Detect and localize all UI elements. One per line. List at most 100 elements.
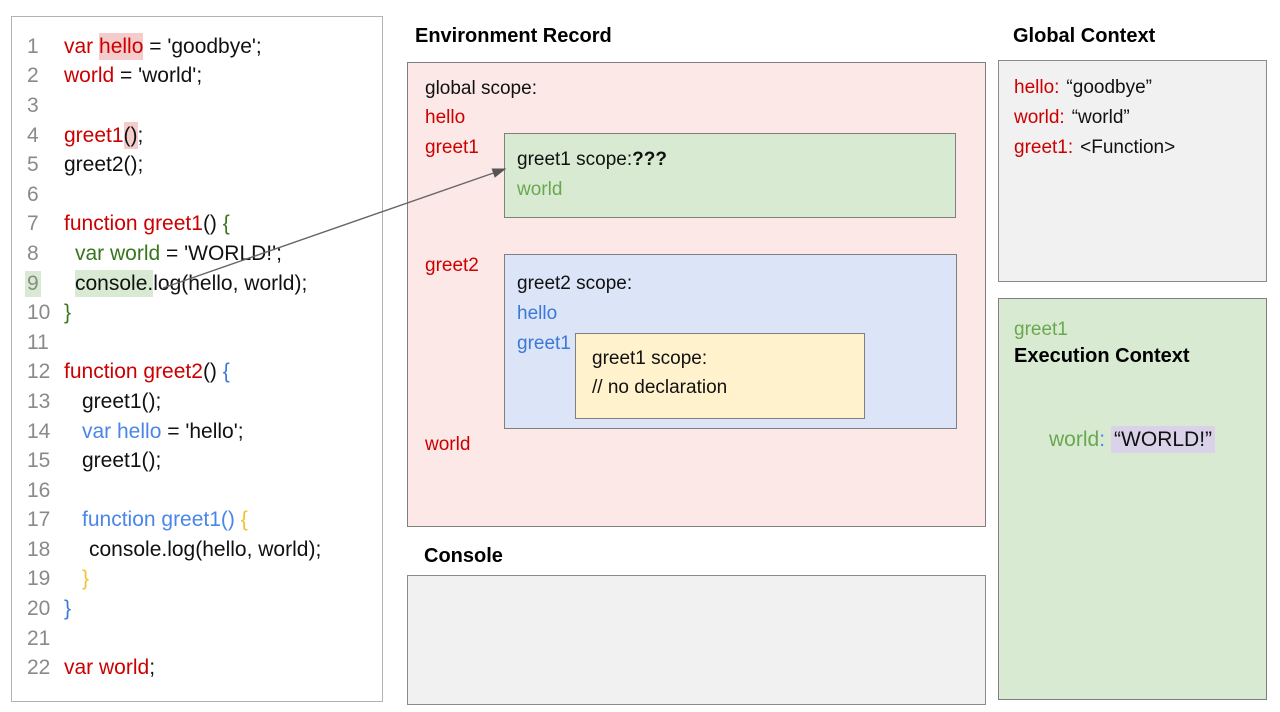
line-number: 18: [27, 537, 51, 561]
gc-var-name: hello:: [1014, 77, 1060, 98]
code-text: var hello = 'goodbye';: [64, 32, 262, 60]
code-text: }: [64, 597, 72, 621]
line-number: 8: [27, 241, 39, 265]
execution-context-var-row: world:“WORLD!”: [1014, 404, 1216, 476]
global-scope-box: global scope: hello greet1 greet2 world …: [407, 62, 986, 527]
global-scope-var-greet2: greet2: [425, 255, 479, 276]
code-text: function greet2() {: [64, 360, 230, 384]
line-number: 19: [27, 567, 51, 591]
ec-colon: :: [1099, 428, 1106, 451]
line-number: 1: [27, 34, 39, 58]
code-text: greet1();: [82, 389, 162, 413]
greet1-scope-box: greet1 scope:??? world: [504, 133, 956, 218]
line-number: 6: [27, 182, 39, 206]
line-number: 22: [27, 656, 51, 680]
code-lines: 1 var hello = 'goodbye'; 2 world = 'world';…: [12, 32, 382, 683]
code-line: 6: [12, 180, 382, 210]
line-number: 11: [27, 330, 49, 354]
code-line: 10}: [12, 298, 382, 328]
code-text: var hello = 'hello';: [82, 419, 244, 443]
greet2-scope-box: greet2 scope: hello greet1 greet1 scope:…: [504, 254, 957, 429]
line-number: 4: [27, 123, 39, 147]
line-number: 9: [25, 270, 41, 297]
global-context-title: Global Context: [1013, 25, 1156, 47]
greet2-scope-label: greet2 scope:: [517, 273, 633, 294]
line-number: 2: [27, 64, 39, 88]
line-number: 14: [27, 419, 51, 443]
execution-context-title: Execution Context: [1014, 345, 1190, 367]
execution-context-fn-name: greet1: [1014, 319, 1068, 340]
line-number: 21: [27, 626, 51, 650]
code-line: 5 greet2();: [12, 150, 382, 180]
code-line: 1 var hello = 'goodbye';: [12, 32, 382, 62]
code-text: }: [64, 301, 72, 325]
line-number: 5: [27, 153, 39, 177]
code-text: var world = 'WORLD!';: [75, 241, 282, 265]
code-text: greet1();: [82, 449, 162, 473]
code-line: 14 var hello = 'hello';: [12, 417, 382, 447]
code-text: console.log(hello, world);: [89, 537, 322, 561]
greet1-nested-scope-label: greet1 scope:: [592, 348, 708, 369]
line-number: 7: [27, 212, 39, 236]
global-context-row: greet1: <Function>: [1014, 137, 1175, 159]
code-line: 20}: [12, 594, 382, 624]
gc-var-value: “goodbye”: [1066, 77, 1152, 98]
line-number: 10: [27, 301, 51, 325]
line-number: 15: [27, 449, 51, 473]
global-scope-var-world: world: [425, 434, 471, 455]
code-text: function greet1() {: [82, 508, 248, 532]
code-line: 17 function greet1() {: [12, 506, 382, 536]
line-number: 3: [27, 93, 39, 117]
code-line: 19}: [12, 565, 382, 595]
greet1-scope-var-world: world: [517, 179, 563, 200]
code-text: world = 'world';: [64, 64, 203, 88]
code-line: 8 var world = 'WORLD!';: [12, 239, 382, 269]
code-text: greet2();: [64, 153, 144, 177]
code-panel: 1 var hello = 'goodbye'; 2 world = 'world';…: [11, 16, 383, 702]
global-scope-var-hello: hello: [425, 107, 466, 128]
execution-context-box: greet1 Execution Context world:“WORLD!”: [998, 298, 1267, 700]
global-context-row: world: “world”: [1014, 107, 1130, 129]
environment-record-title: Environment Record: [415, 25, 612, 47]
code-line: 16: [12, 476, 382, 506]
greet1-scope-label: greet1 scope:???: [517, 149, 667, 170]
greet1-scope-question: ???: [632, 149, 667, 170]
code-line: 15 greet1();: [12, 446, 382, 476]
code-text: function greet1() {: [64, 212, 230, 236]
global-context-row: hello: “goodbye”: [1014, 77, 1152, 99]
greet2-scope-var-greet1: greet1: [517, 333, 571, 354]
code-line: 7 function greet1() {: [12, 210, 382, 240]
code-line: 11: [12, 328, 382, 358]
global-scope-label: global scope:: [425, 78, 537, 99]
code-line: 9 console.log(hello, world);: [12, 269, 382, 299]
gc-var-name: greet1:: [1014, 137, 1074, 158]
ec-var-name: world: [1049, 428, 1100, 451]
code-line: 13 greet1();: [12, 387, 382, 417]
code-line: 2 world = 'world';: [12, 62, 382, 92]
global-scope-var-greet1: greet1: [425, 137, 479, 158]
code-line: 18 console.log(hello, world);: [12, 535, 382, 565]
greet1-nested-scope-box: greet1 scope: // no declaration: [575, 333, 865, 419]
code-text: console.log(hello, world);: [75, 269, 308, 297]
line-number: 17: [27, 508, 51, 532]
code-line: 4 greet1();: [12, 121, 382, 151]
console-title: Console: [424, 545, 503, 567]
code-text: greet1();: [64, 121, 144, 149]
code-line: 22 var world;: [12, 653, 382, 683]
ec-var-value: “WORLD!”: [1111, 426, 1216, 453]
line-number: 12: [27, 360, 51, 384]
console-box: [407, 575, 986, 705]
gc-var-name: world:: [1014, 107, 1065, 128]
code-text: }: [82, 567, 90, 591]
greet2-scope-var-hello: hello: [517, 303, 558, 324]
code-text: var world;: [64, 656, 156, 680]
line-number: 20: [27, 597, 51, 621]
greet1-nested-scope-comment: // no declaration: [592, 377, 728, 398]
line-number: 13: [27, 389, 51, 413]
gc-var-value: <Function>: [1080, 137, 1176, 158]
gc-var-value: “world”: [1071, 107, 1130, 128]
code-line: 21: [12, 624, 382, 654]
line-number: 16: [27, 478, 51, 502]
global-context-box: hello: “goodbye” world: “world” greet1: <Fu…: [998, 60, 1267, 282]
